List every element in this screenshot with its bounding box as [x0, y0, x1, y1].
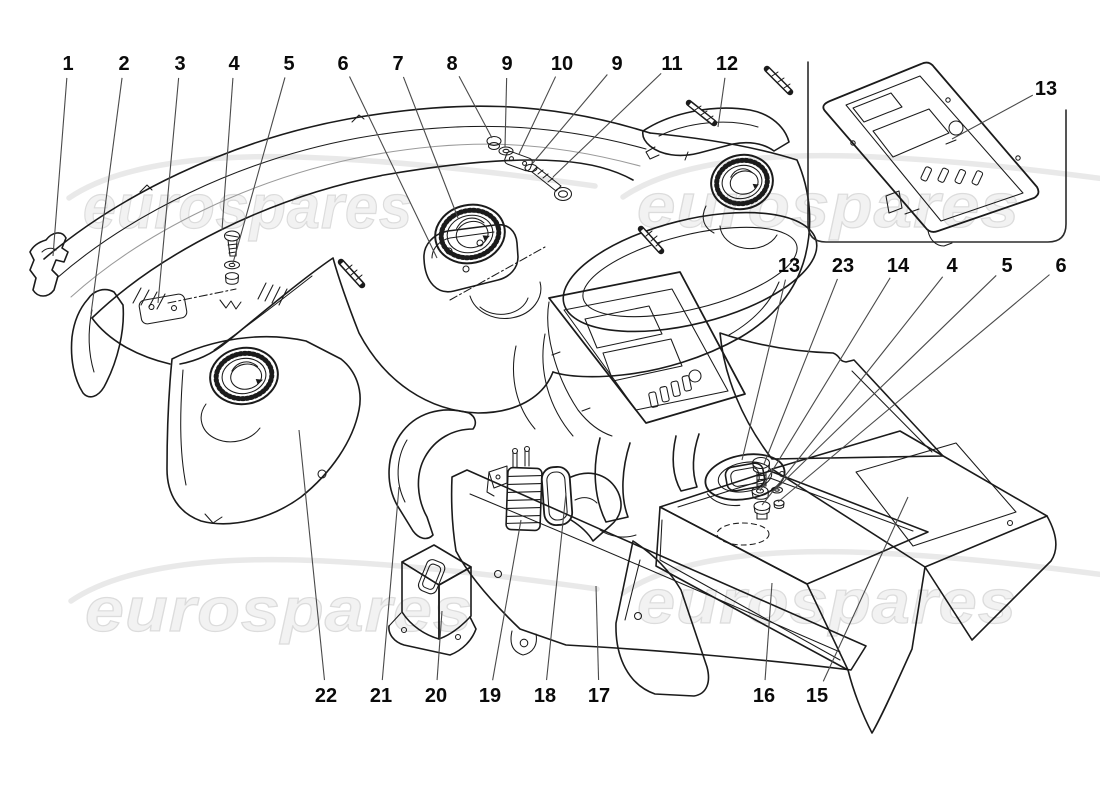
leader-line-9 — [531, 74, 608, 165]
finned-bracket — [486, 445, 543, 532]
console-top-plate — [822, 61, 1040, 247]
leader-line-23 — [763, 278, 838, 465]
vent-right-recess — [702, 205, 778, 250]
air-vent-left — [209, 346, 279, 406]
callout-18: 18 — [534, 685, 556, 707]
leader-line-18 — [546, 492, 567, 681]
left-closing-panel — [70, 288, 125, 398]
callout-5: 5 — [1001, 255, 1012, 277]
leader-line-22 — [298, 429, 326, 681]
leader-line-5 — [232, 77, 286, 264]
tunnel-fasteners — [751, 456, 785, 520]
leader-line-2 — [90, 77, 123, 315]
leader-line-13 — [951, 94, 1034, 140]
leader-line-3 — [157, 77, 180, 304]
clip-hardware-row — [486, 135, 573, 202]
vent-center-recess — [469, 281, 542, 319]
inset-box — [807, 61, 1067, 243]
leader-line-14 — [759, 277, 891, 492]
callout-4: 4 — [228, 53, 240, 75]
tunnel-round-housing — [704, 453, 786, 546]
watermark-swoosh — [68, 556, 600, 604]
callout-1: 1 — [62, 53, 73, 75]
callout-14: 14 — [887, 255, 910, 277]
leader-line-4 — [761, 276, 944, 506]
leader-line-6 — [777, 274, 1050, 503]
callout-9: 9 — [611, 53, 622, 75]
leader-line-20 — [436, 610, 443, 681]
callout-5: 5 — [283, 53, 294, 75]
under-dash-panel — [166, 335, 361, 525]
leader-line-16 — [764, 582, 773, 681]
leader-line-13 — [741, 279, 787, 461]
leader-line-19 — [492, 519, 522, 681]
callout-21: 21 — [370, 685, 392, 707]
cover-panel — [771, 430, 1057, 734]
mounting-studs — [337, 65, 794, 289]
dash-end-cap — [29, 232, 69, 297]
leader-line-15 — [822, 496, 909, 682]
leader-line-7 — [402, 76, 459, 219]
callout-15: 15 — [806, 685, 828, 707]
watermark-text: eurospares — [637, 172, 1020, 241]
center-console — [547, 271, 746, 538]
callout-19: 19 — [479, 685, 501, 707]
callout-13: 13 — [1035, 78, 1057, 100]
air-duct — [540, 466, 622, 542]
leader-line-5 — [775, 275, 997, 490]
callout-10: 10 — [551, 53, 573, 75]
watermark-swoosh — [620, 548, 1100, 596]
leader-line-8 — [458, 75, 493, 139]
watermark-swoosh — [66, 153, 598, 201]
callout-12: 12 — [716, 53, 738, 75]
leader-line-21 — [381, 486, 400, 681]
leader-line-12 — [717, 77, 726, 128]
watermark-text: eurospares — [83, 173, 413, 242]
air-vent-center — [434, 203, 506, 265]
callout-16: 16 — [753, 685, 775, 707]
vent-left-recess — [200, 403, 261, 443]
leader-line-10 — [518, 76, 557, 155]
leader-line-4 — [221, 77, 234, 231]
callout-20: 20 — [425, 685, 447, 707]
callout-3: 3 — [174, 53, 185, 75]
callout-11: 11 — [661, 53, 682, 75]
pillar-trim — [388, 409, 477, 540]
diagram-art — [29, 61, 1067, 734]
callout-6: 6 — [337, 53, 348, 75]
tunnel-panel — [719, 332, 944, 460]
callout-23: 23 — [832, 255, 854, 277]
watermark-swoosh — [620, 152, 1100, 200]
centerline-a — [167, 288, 237, 304]
centerline-b — [449, 246, 546, 301]
screw-washer-nut-stack — [223, 230, 241, 285]
callout-17: 17 — [588, 685, 610, 707]
tunnel-left-wing — [615, 540, 710, 697]
callout-8: 8 — [446, 53, 457, 75]
air-vent-right — [710, 153, 774, 211]
leader-line-9 — [504, 77, 508, 148]
watermark-text: eurospares — [85, 576, 473, 645]
callout-2: 2 — [118, 53, 129, 75]
bracket-box — [388, 544, 477, 656]
callout-22: 22 — [315, 685, 337, 707]
gauge-plate — [138, 293, 188, 325]
leader-line-11 — [552, 72, 662, 178]
callout-6: 6 — [1055, 255, 1066, 277]
leader-line-6 — [349, 76, 438, 259]
callout-7: 7 — [392, 53, 403, 75]
callout-13: 13 — [778, 255, 800, 277]
leader-line-17 — [595, 585, 600, 681]
callout-4: 4 — [946, 255, 958, 277]
leader-line-1 — [52, 77, 68, 257]
callout-9: 9 — [501, 53, 512, 75]
